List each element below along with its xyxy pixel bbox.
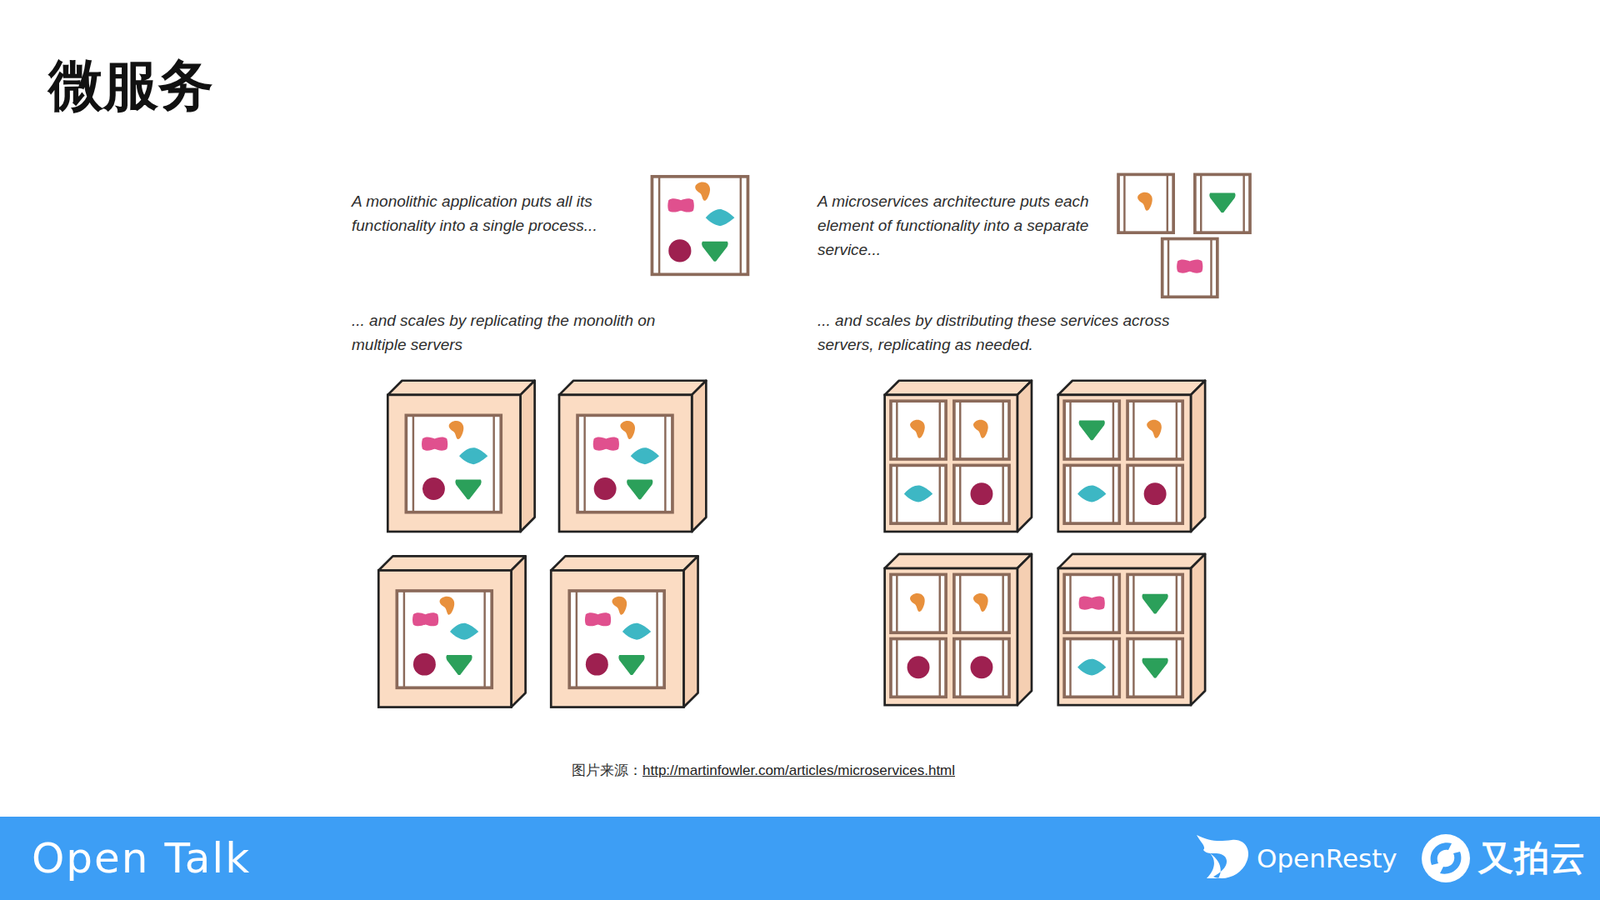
- description-text: A microservices architecture puts each e…: [817, 189, 1105, 262]
- description-text: ... and scales by replicating the monoli…: [351, 308, 702, 357]
- source-url: http://martinfowler.com/articles/microse…: [642, 762, 955, 780]
- caption-row: 图片来源：http://martinfowler.com/articles/mi…: [571, 760, 955, 780]
- footer-band: Open Talk OpenResty 又拍云: [0, 816, 1600, 900]
- openresty-logo: [1196, 835, 1249, 879]
- event-name: Open Talk: [31, 834, 251, 883]
- openresty-brand: OpenResty: [1256, 843, 1398, 874]
- upyun-logo-swirl: [1430, 842, 1462, 874]
- description-text: A monolithic application puts all its fu…: [351, 189, 645, 238]
- description-text: ... and scales by distributing these ser…: [817, 308, 1201, 357]
- upyun-brand: 又拍云: [1478, 835, 1586, 882]
- image-source-caption: 图片来源：: [571, 760, 643, 780]
- slide-title: 微服务: [48, 48, 214, 124]
- upyun-logo: [1421, 834, 1470, 883]
